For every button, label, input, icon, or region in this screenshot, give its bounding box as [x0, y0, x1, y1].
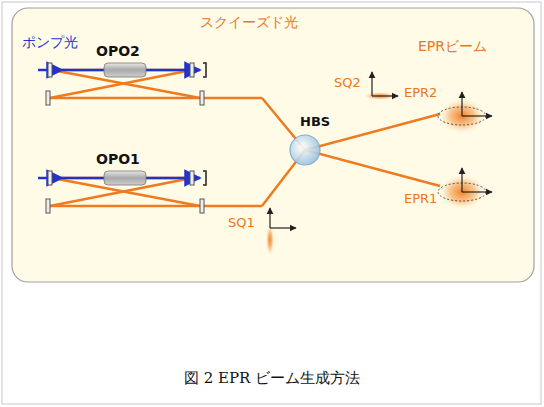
opo-cavity — [50, 178, 262, 206]
device-label: HBS — [300, 115, 330, 130]
squeezed-state — [364, 72, 398, 100]
panel — [12, 8, 534, 282]
beam-label: EPRビーム — [418, 38, 487, 54]
opo-cavity — [50, 70, 262, 98]
crystal — [104, 63, 146, 77]
beam-label: ポンプ光 — [22, 34, 78, 50]
device-label: OPO2 — [96, 43, 140, 59]
pump-beam — [38, 171, 206, 185]
beam-label: スクイーズド光 — [200, 14, 298, 30]
beam-splitter — [290, 135, 320, 165]
pump-beam — [38, 63, 206, 77]
figure-caption: 図 2 EPR ビーム生成方法 — [0, 370, 544, 387]
beam-label: EPR2 — [404, 86, 437, 101]
epr-state — [438, 168, 492, 209]
beam-label: SQ1 — [228, 216, 255, 231]
mirror — [46, 63, 204, 105]
beam — [262, 98, 440, 206]
squeezed-state — [266, 208, 296, 255]
crystal — [104, 171, 146, 185]
beam-label: SQ2 — [334, 76, 361, 91]
epr-state — [438, 92, 492, 133]
beam-label: EPR1 — [404, 192, 437, 207]
mirror — [46, 171, 204, 213]
device-label: OPO1 — [96, 151, 140, 167]
outer-frame — [2, 2, 541, 404]
